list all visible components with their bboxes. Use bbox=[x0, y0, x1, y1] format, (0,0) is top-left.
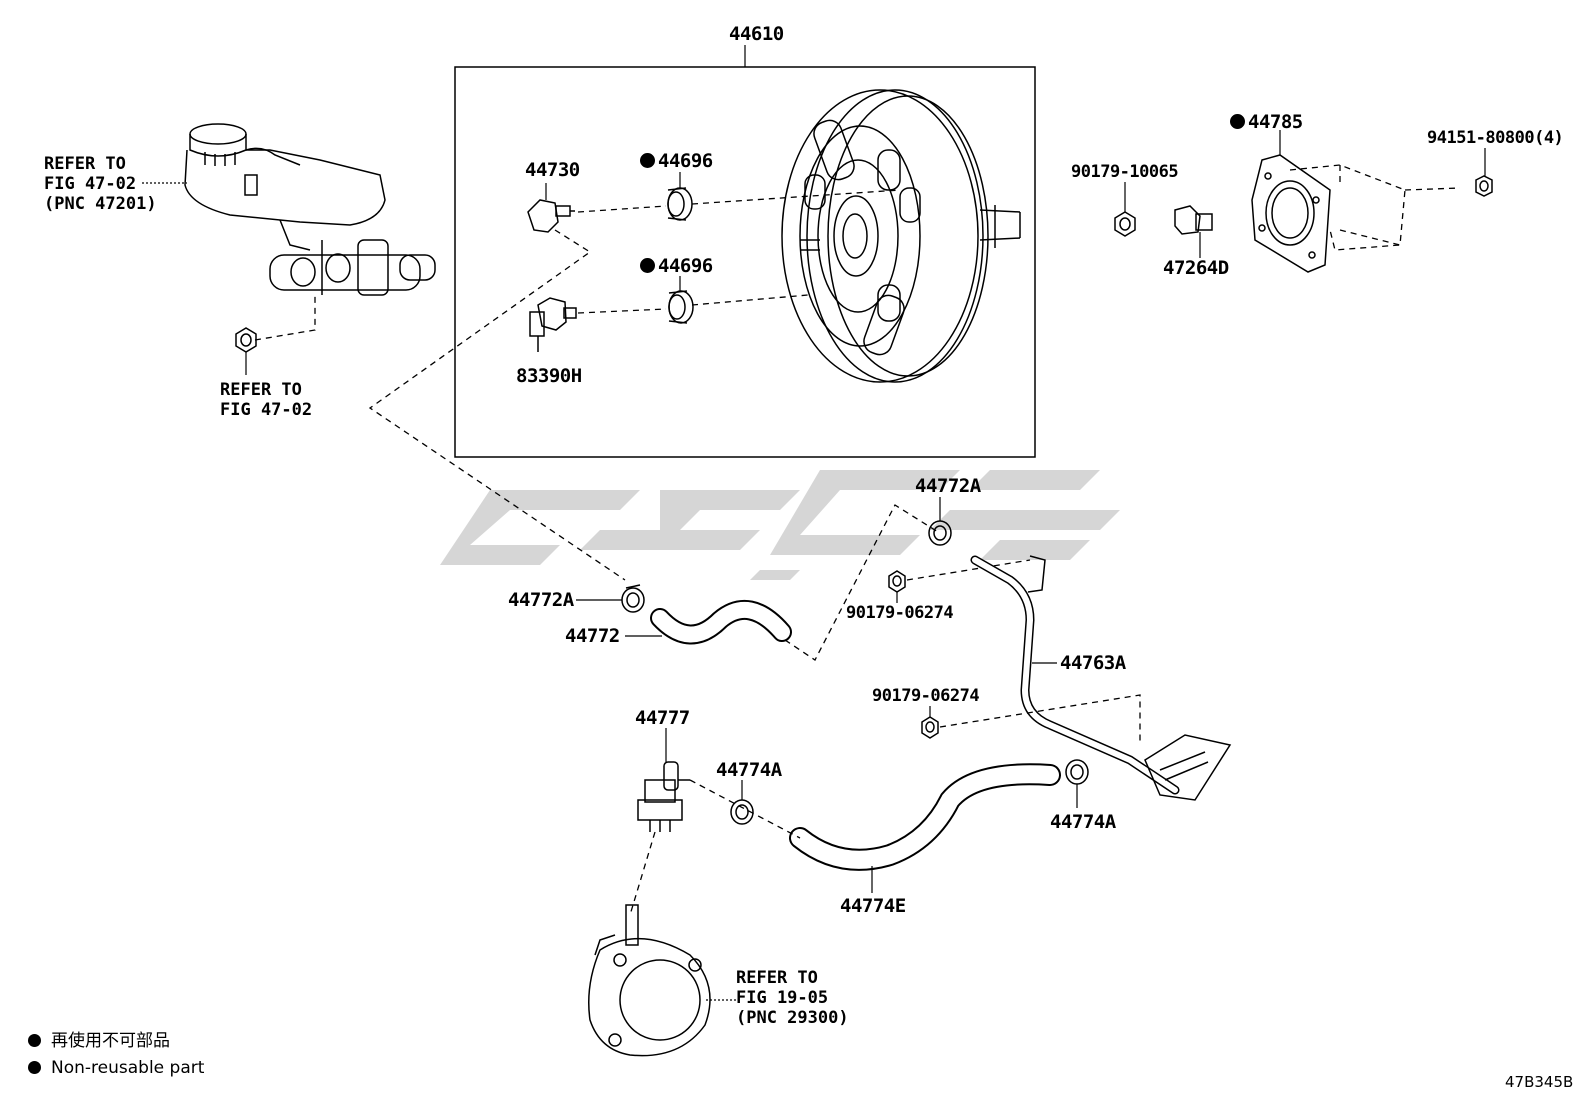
nut-master-cyl bbox=[235, 327, 257, 353]
watermark-logo bbox=[440, 470, 1120, 580]
nut-94151 bbox=[1475, 175, 1493, 197]
clamp-44772A-left bbox=[621, 584, 645, 613]
legend-japanese: 再使用不可部品 bbox=[28, 1028, 170, 1054]
brake-booster-drawing bbox=[781, 89, 1021, 383]
legend-english: Non-reusable part bbox=[28, 1055, 204, 1081]
label-44696-upper: 44696 bbox=[640, 151, 713, 171]
label-94151-80800: 94151-80800(4) bbox=[1427, 128, 1564, 148]
label-44772A-top: 44772A bbox=[915, 475, 981, 497]
label-44763A: 44763A bbox=[1060, 652, 1126, 674]
gasket-44785 bbox=[1251, 154, 1331, 273]
nut-90179-06274-lower bbox=[921, 716, 939, 739]
non-reusable-bullet-icon bbox=[1230, 114, 1245, 129]
label-90179-06274-lower: 90179-06274 bbox=[872, 686, 980, 706]
label-44774E: 44774E bbox=[840, 895, 906, 917]
grommet-upper bbox=[667, 187, 693, 221]
label-90179-06274-upper: 90179-06274 bbox=[846, 603, 954, 623]
gasket-dashed-box bbox=[1289, 164, 1461, 251]
label-44777: 44777 bbox=[635, 707, 690, 729]
nut-lower-dashed bbox=[939, 694, 1141, 745]
label-44785: 44785 bbox=[1230, 112, 1303, 132]
bracket-47264D bbox=[1174, 205, 1213, 235]
booster-dashed-lines bbox=[368, 189, 901, 581]
label-83390H: 83390H bbox=[516, 365, 582, 387]
clamp-44774A-right bbox=[1065, 759, 1089, 785]
vacuum-pipe-44763A bbox=[970, 555, 1180, 795]
label-44774A-left: 44774A bbox=[716, 759, 782, 781]
check-valve-44730 bbox=[527, 199, 575, 233]
figure-code: 47B345B bbox=[1505, 1073, 1574, 1091]
nut-90179-10065 bbox=[1114, 211, 1136, 237]
label-44772A-left: 44772A bbox=[508, 589, 574, 611]
master-cyl-dashed-line bbox=[254, 295, 316, 341]
pipe-bracket bbox=[1027, 555, 1232, 801]
clamp-dashed bbox=[689, 779, 801, 839]
booster-assembly-box bbox=[454, 66, 1036, 458]
nut-upper-dashed bbox=[906, 559, 1031, 581]
note-refer-vacuum-pump: REFER TO FIG 19-05 (PNC 29300) bbox=[736, 968, 849, 1028]
label-44696-lower: 44696 bbox=[640, 256, 713, 276]
bullet-icon bbox=[28, 1061, 41, 1074]
non-reusable-bullet-icon bbox=[640, 258, 655, 273]
non-reusable-bullet-icon bbox=[640, 153, 655, 168]
nut-90179-06274-upper bbox=[888, 570, 906, 593]
vacuum-sensor-83390H bbox=[529, 297, 577, 352]
note-refer-nut: REFER TO FIG 47-02 bbox=[220, 380, 313, 420]
note-refer-master-cylinder: REFER TO FIG 47-02 (PNC 47201) bbox=[44, 154, 157, 214]
grommet-lower bbox=[668, 290, 694, 324]
hose-dashed-line bbox=[784, 504, 939, 661]
label-44610: 44610 bbox=[729, 23, 784, 45]
label-44730: 44730 bbox=[525, 159, 580, 181]
valve-44777 bbox=[637, 761, 690, 832]
pump-dashed bbox=[629, 831, 656, 916]
vacuum-pump-drawing bbox=[588, 904, 711, 1057]
label-47264D: 47264D bbox=[1163, 257, 1229, 279]
label-44772: 44772 bbox=[565, 625, 620, 647]
label-90179-10065: 90179-10065 bbox=[1071, 162, 1179, 182]
master-cylinder-drawing bbox=[184, 123, 436, 296]
label-44774A-right: 44774A bbox=[1050, 811, 1116, 833]
hose-44774E bbox=[789, 763, 1061, 871]
bullet-icon bbox=[28, 1034, 41, 1047]
